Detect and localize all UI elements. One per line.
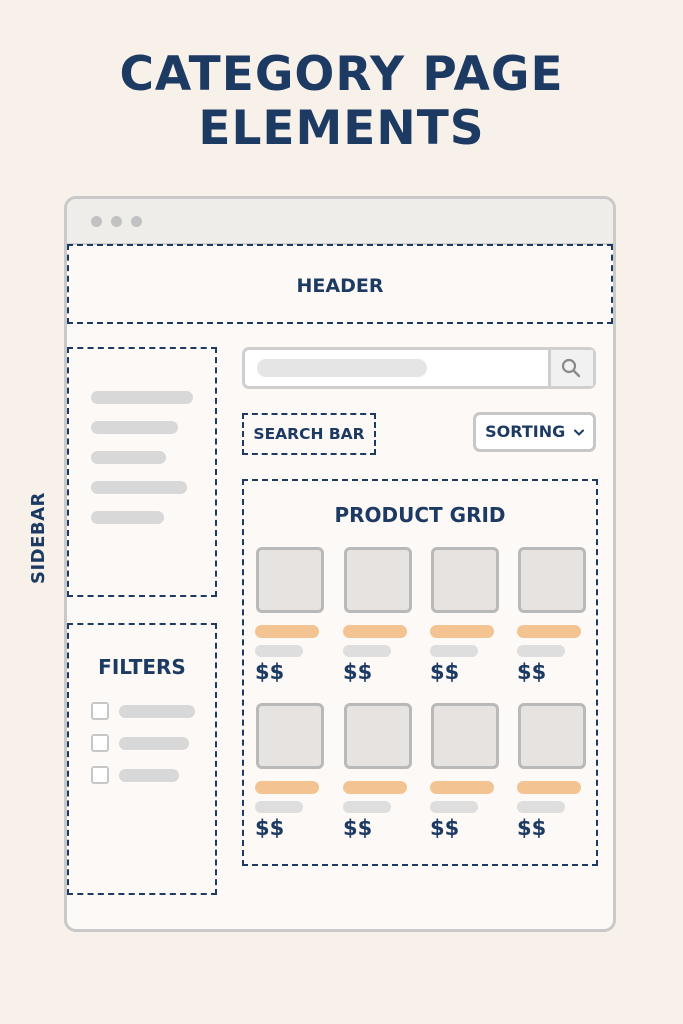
search-input[interactable] — [242, 347, 596, 389]
product-price: $$ — [517, 816, 547, 840]
product-name-placeholder[interactable] — [517, 625, 581, 638]
browser-window: HEADER FILTERS SEARCH BAR SORTING — [64, 196, 616, 932]
header-region — [67, 244, 613, 324]
filters-label: FILTERS — [98, 655, 186, 679]
product-image[interactable] — [344, 703, 412, 769]
page-title: CATEGORY PAGE ELEMENTS — [0, 48, 683, 156]
product-price: $$ — [255, 660, 285, 684]
title-line-1: CATEGORY PAGE — [119, 47, 564, 102]
browser-titlebar — [67, 199, 613, 245]
filters-region: FILTERS — [67, 623, 217, 895]
filter-option-label — [119, 737, 189, 750]
product-detail-placeholder — [517, 645, 565, 657]
product-detail-placeholder — [343, 801, 391, 813]
product-name-placeholder[interactable] — [343, 781, 407, 794]
product-price: $$ — [343, 816, 373, 840]
product-price: $$ — [430, 816, 460, 840]
filter-checkbox[interactable] — [91, 766, 109, 784]
sidebar-item[interactable] — [91, 421, 178, 434]
title-line-2: ELEMENTS — [198, 101, 485, 156]
search-icon — [561, 358, 581, 378]
search-button[interactable] — [548, 350, 593, 386]
filter-checkbox[interactable] — [91, 702, 109, 720]
product-name-placeholder[interactable] — [343, 625, 407, 638]
sidebar-region — [67, 347, 217, 597]
product-name-placeholder[interactable] — [430, 781, 494, 794]
product-image[interactable] — [344, 547, 412, 613]
product-price: $$ — [430, 660, 460, 684]
search-bar-callout: SEARCH BAR — [242, 413, 376, 455]
product-name-placeholder[interactable] — [255, 781, 319, 794]
product-name-placeholder[interactable] — [430, 625, 494, 638]
sidebar-item[interactable] — [91, 451, 166, 464]
product-detail-placeholder — [430, 801, 478, 813]
search-bar-label: SEARCH BAR — [253, 425, 365, 443]
product-image[interactable] — [431, 547, 499, 613]
sorting-dropdown[interactable]: SORTING — [473, 412, 596, 452]
product-name-placeholder[interactable] — [517, 781, 581, 794]
product-image[interactable] — [256, 547, 324, 613]
chevron-down-icon — [573, 429, 584, 436]
sidebar-label: SIDEBAR — [28, 492, 49, 584]
sidebar-item[interactable] — [91, 481, 187, 494]
window-dot-icon — [131, 216, 142, 227]
product-price: $$ — [255, 816, 285, 840]
product-price: $$ — [343, 660, 373, 684]
sidebar-item[interactable] — [91, 511, 164, 524]
product-image[interactable] — [518, 703, 586, 769]
product-grid-label: PRODUCT GRID — [334, 503, 506, 527]
product-price: $$ — [517, 660, 547, 684]
product-grid: PRODUCT GRID $$ $$ $$ $$ $$ $$ $$ $$ — [242, 479, 598, 866]
sorting-label: SORTING — [485, 422, 566, 441]
product-detail-placeholder — [517, 801, 565, 813]
filter-checkbox[interactable] — [91, 734, 109, 752]
search-placeholder — [257, 359, 427, 377]
header-label: HEADER — [296, 275, 384, 297]
window-dot-icon — [91, 216, 102, 227]
product-name-placeholder[interactable] — [255, 625, 319, 638]
filter-option-label — [119, 769, 179, 782]
product-detail-placeholder — [255, 801, 303, 813]
product-image[interactable] — [431, 703, 499, 769]
product-detail-placeholder — [255, 645, 303, 657]
product-image[interactable] — [256, 703, 324, 769]
product-detail-placeholder — [343, 645, 391, 657]
product-image[interactable] — [518, 547, 586, 613]
window-dot-icon — [111, 216, 122, 227]
sidebar-item[interactable] — [91, 391, 193, 404]
filter-option-label — [119, 705, 195, 718]
product-detail-placeholder — [430, 645, 478, 657]
